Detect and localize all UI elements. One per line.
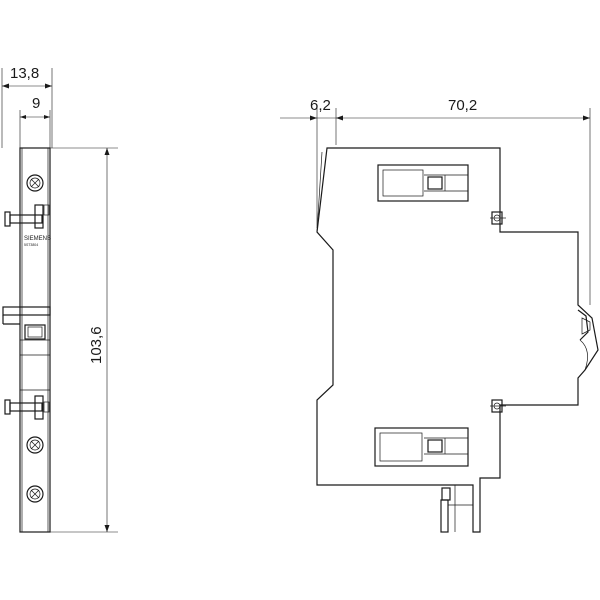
- dimension-label-9: 9: [32, 95, 40, 112]
- model-label: 5ST3804: [24, 243, 38, 247]
- side-terminal-top: [377, 164, 469, 202]
- dimension-label-70-2: 70,2: [448, 97, 477, 114]
- side-terminal-bottom: [374, 427, 469, 467]
- side-view: [316, 147, 599, 533]
- dimension-side-depth: 70,2: [448, 97, 591, 305]
- dimension-front-total-width: 13,8: [1, 65, 53, 148]
- latch-upper: [4, 204, 50, 229]
- latch-lower: [4, 395, 50, 420]
- dimension-front-inner-width: 9: [19, 95, 51, 148]
- dimension-front-height: 103,6: [50, 147, 118, 533]
- dimension-label-6-2: 6,2: [310, 97, 331, 114]
- front-view: SIEMENS 5ST3804: [2, 147, 51, 533]
- din-rail-clip: [577, 309, 591, 371]
- bottom-hook: [440, 485, 473, 533]
- dimension-label-103-6: 103,6: [88, 326, 105, 364]
- side-latch-top: [490, 211, 506, 225]
- rail-clip-middle: [2, 306, 51, 391]
- dimension-side-offset: 6,2: [280, 97, 590, 228]
- brand-label: SIEMENS: [24, 236, 51, 242]
- terminal-screw-top: [26, 174, 44, 192]
- dimension-label-13-8: 13,8: [10, 65, 39, 82]
- side-latch-bottom: [490, 399, 506, 413]
- terminal-screw-bottom-2: [26, 485, 44, 503]
- terminal-screw-bottom-1: [26, 436, 44, 454]
- side-view-outline: [316, 147, 599, 533]
